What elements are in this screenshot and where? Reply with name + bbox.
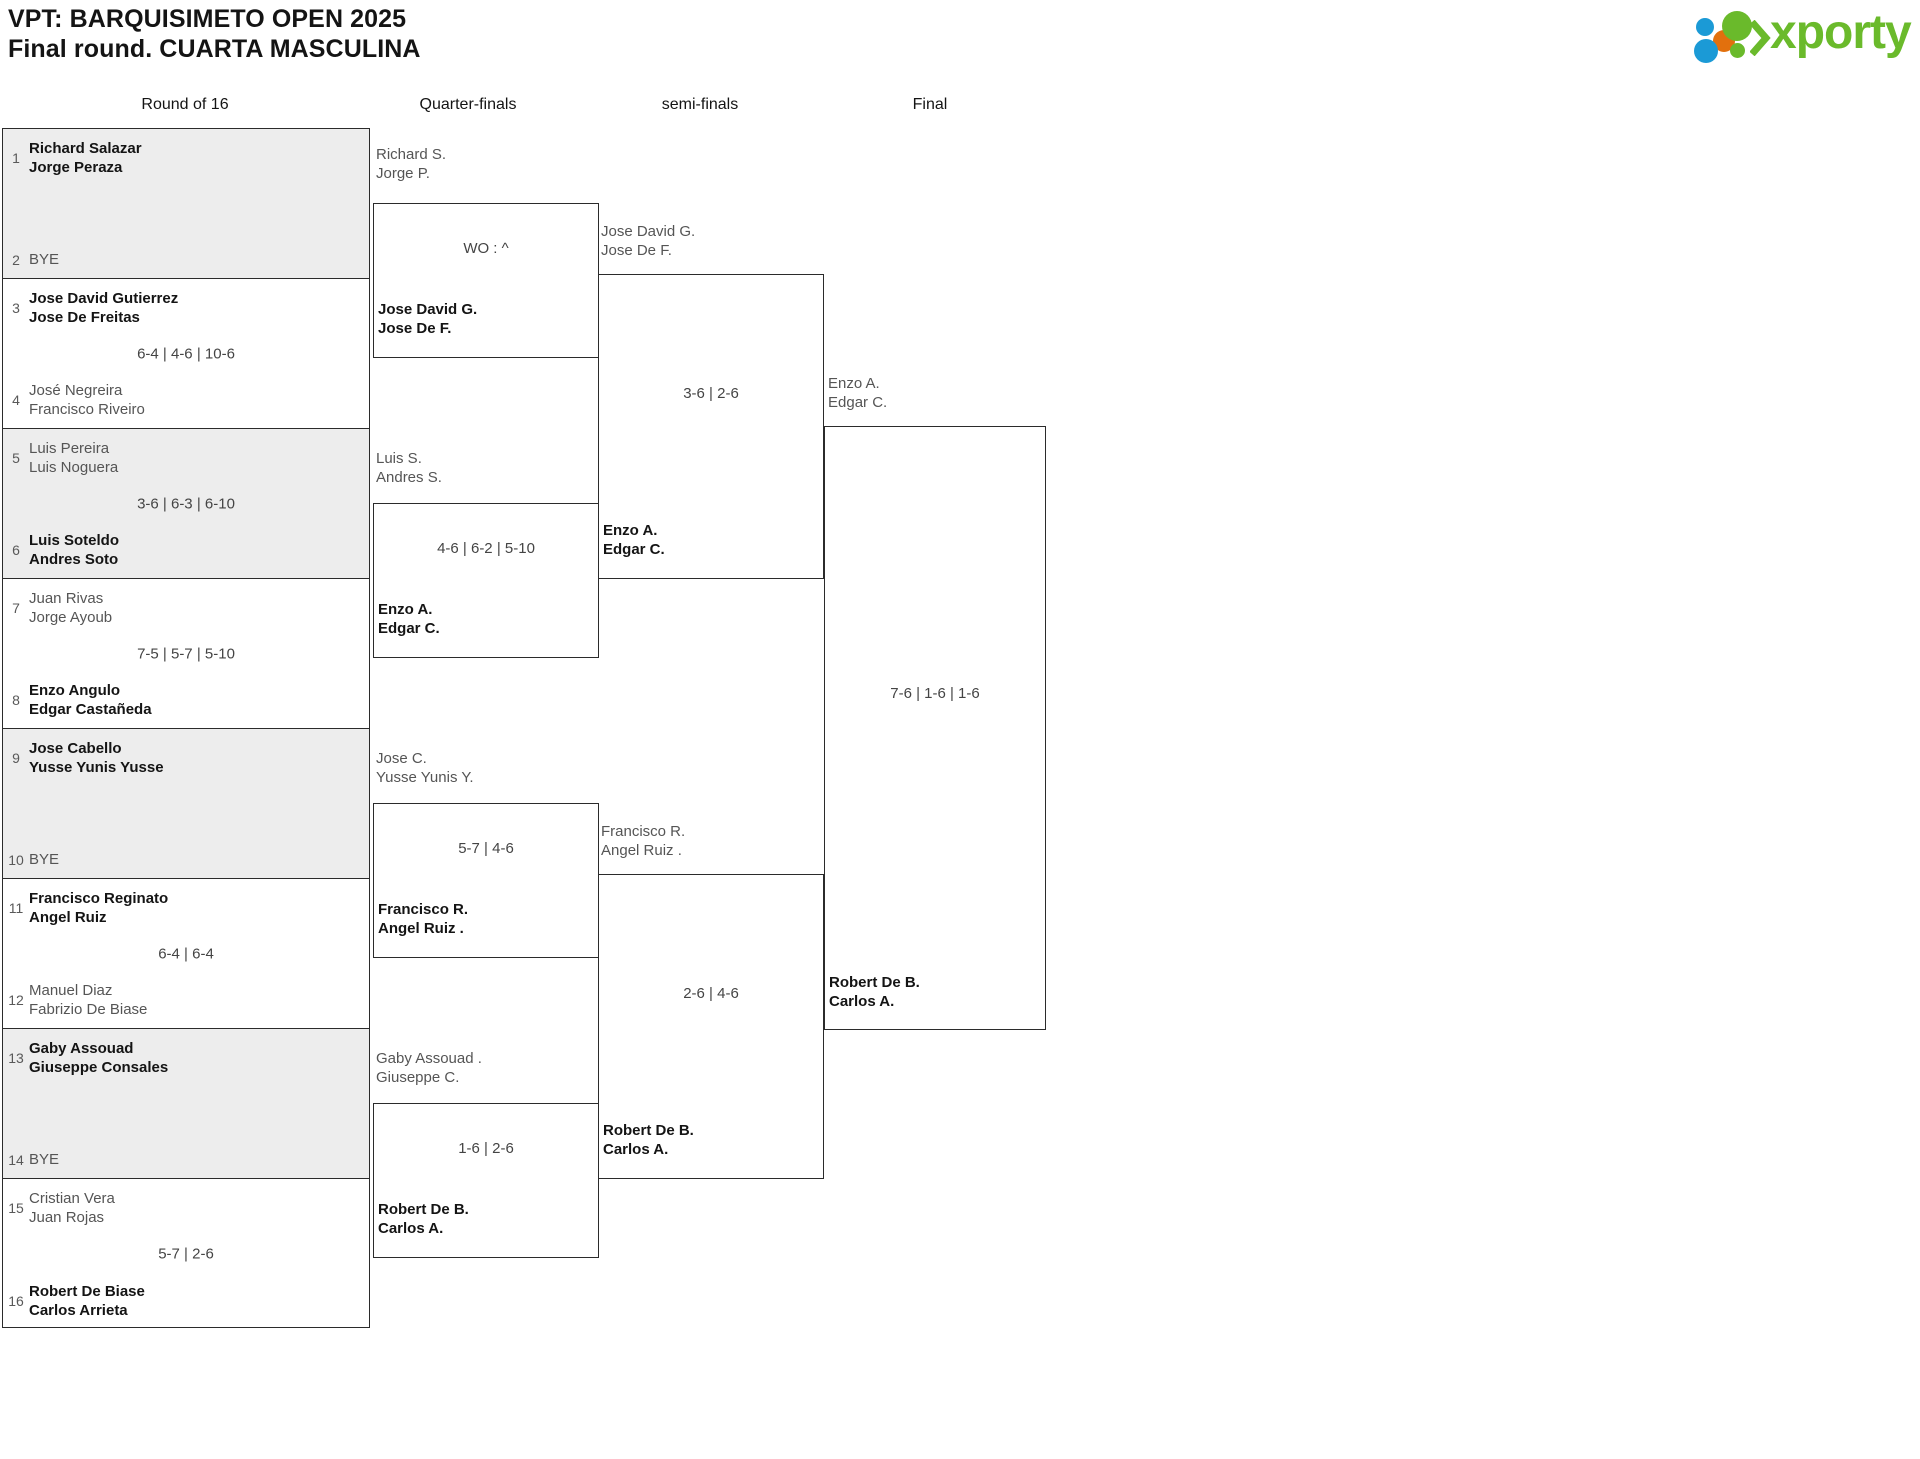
r16-match-7[interactable]: 13 Gaby Assouad Giuseppe Consales 14 BYE [3, 1029, 369, 1179]
team-names: Richard Salazar Jorge Peraza [29, 140, 142, 176]
seed-number: 15 [8, 1200, 24, 1216]
qf-1-upper-team: Richard S. Jorge P. [376, 146, 447, 182]
qf-2-upper-team: Luis S. Andres S. [376, 450, 442, 486]
sf-1-upper-team: Jose David G. Jose De F. [601, 223, 696, 259]
qf-match-2[interactable]: 4-6 | 6-2 | 5-10 Enzo A. Edgar C. [373, 503, 599, 658]
page-header: VPT: BARQUISIMETO OPEN 2025 Final round.… [0, 0, 1920, 78]
seed-number: 14 [8, 1151, 24, 1168]
team-names: Francisco Reginato Angel Ruiz [29, 890, 169, 926]
r16-match-4[interactable]: 7 Juan Rivas Jorge Ayoub 7-5 | 5-7 | 5-1… [3, 579, 369, 729]
title-block: VPT: BARQUISIMETO OPEN 2025 Final round.… [8, 4, 421, 64]
team-names: Luis Soteldo Andres Soto [29, 532, 119, 568]
tournament-subtitle: Final round. CUARTA MASCULINA [8, 35, 421, 63]
sf-match-2[interactable]: 2-6 | 4-6 Robert De B. Carlos A. [598, 874, 824, 1179]
team-names: Jose Cabello Yusse Yunis Yusse [29, 740, 164, 776]
tournament-title: VPT: BARQUISIMETO OPEN 2025 [8, 5, 407, 33]
final-match[interactable]: 7-6 | 1-6 | 1-6 Robert De B. Carlos A. [824, 426, 1046, 1030]
match-score: 3-6 | 2-6 [683, 385, 739, 402]
qf-2-lower-team: Enzo A. Edgar C. [378, 601, 440, 637]
qf-4-lower-team: Robert De B. Carlos A. [378, 1201, 469, 1237]
seed-number: 11 [8, 900, 24, 916]
qf-3-lower-team: Francisco R. Angel Ruiz . [378, 901, 469, 937]
logo-dots-icon [1694, 6, 1771, 64]
seed-number: 13 [8, 1050, 24, 1066]
logo-dot-green-small [1730, 43, 1745, 58]
logo-dot-green-large [1722, 11, 1752, 41]
final-lower-team: Robert De B. Carlos A. [829, 974, 920, 1010]
round-of-16-column: 1 Richard Salazar Jorge Peraza 2 BYE 3 J… [2, 128, 370, 1328]
seed-number: 1 [12, 150, 20, 166]
sf-2-lower-team: Robert De B. Carlos A. [603, 1122, 694, 1158]
seed-number: 3 [12, 300, 20, 316]
match-score: 4-6 | 6-2 | 5-10 [437, 540, 535, 557]
xporty-logo[interactable]: xporty [1694, 6, 1912, 64]
qf-match-3[interactable]: 5-7 | 4-6 Francisco R. Angel Ruiz . [373, 803, 599, 958]
r16-match-2[interactable]: 3 Jose David Gutierrez Jose De Freitas 6… [3, 279, 369, 429]
round-header-quarter-finals: Quarter-finals [419, 96, 517, 113]
round-header-semi-finals: semi-finals [661, 96, 739, 113]
bye-label: BYE [29, 1151, 60, 1168]
logo-dot-blue-small [1696, 18, 1714, 36]
match-score: 6-4 | 4-6 | 10-6 [137, 345, 235, 362]
seed-number: 12 [8, 992, 24, 1008]
match-score: 2-6 | 4-6 [683, 985, 739, 1002]
match-score: 3-6 | 6-3 | 6-10 [137, 495, 235, 512]
team-names: Cristian Vera Juan Rojas [29, 1190, 115, 1226]
seed-number: 10 [8, 851, 24, 868]
r16-match-5[interactable]: 9 Jose Cabello Yusse Yunis Yusse 10 BYE [3, 729, 369, 879]
round-header-round-of-16: Round of 16 [141, 96, 229, 113]
sf-match-1[interactable]: 3-6 | 2-6 Enzo A. Edgar C. [598, 274, 824, 579]
logo-chevron-icon [1750, 20, 1771, 56]
final-upper-team: Enzo A. Edgar C. [828, 375, 888, 411]
bye-label: BYE [29, 251, 60, 268]
qf-3-upper-team: Jose C. Yusse Yunis Y. [376, 750, 474, 786]
match-score: 5-7 | 4-6 [458, 840, 514, 857]
match-score: 5-7 | 2-6 [158, 1245, 214, 1263]
team-names: Juan Rivas Jorge Ayoub [29, 590, 113, 626]
seed-number: 16 [8, 1293, 24, 1309]
match-score: 1-6 | 2-6 [458, 1140, 514, 1157]
logo-wordmark: xporty [1770, 6, 1912, 59]
round-header-final: Final [912, 96, 948, 113]
qf-match-1[interactable]: WO : ^ Jose David G. Jose De F. [373, 203, 599, 358]
r16-match-3[interactable]: 5 Luis Pereira Luis Noguera 3-6 | 6-3 | … [3, 429, 369, 579]
sf-2-upper-team: Francisco R. Angel Ruiz . [601, 823, 686, 859]
qf-4-upper-team: Gaby Assouad . Giuseppe C. [376, 1050, 482, 1086]
match-score: WO : ^ [463, 240, 509, 257]
bye-label: BYE [29, 851, 60, 868]
seed-number: 8 [12, 692, 20, 708]
seed-number: 5 [12, 450, 20, 466]
team-names: Robert De Biase Carlos Arrieta [29, 1283, 145, 1319]
team-names: Enzo Angulo Edgar Castañeda [29, 682, 152, 718]
seed-number: 6 [12, 542, 20, 558]
seed-number: 2 [12, 251, 20, 268]
match-score: 7-6 | 1-6 | 1-6 [890, 685, 980, 702]
sf-1-lower-team: Enzo A. Edgar C. [603, 522, 665, 558]
team-names: Gaby Assouad Giuseppe Consales [29, 1040, 169, 1076]
qf-1-lower-team: Jose David G. Jose De F. [378, 301, 478, 337]
team-names: Luis Pereira Luis Noguera [29, 440, 119, 476]
r16-match-6[interactable]: 11 Francisco Reginato Angel Ruiz 6-4 | 6… [3, 879, 369, 1029]
team-names: José Negreira Francisco Riveiro [29, 382, 145, 418]
qf-match-4[interactable]: 1-6 | 2-6 Robert De B. Carlos A. [373, 1103, 599, 1258]
team-names: Manuel Diaz Fabrizio De Biase [29, 982, 148, 1018]
seed-number: 4 [12, 392, 20, 408]
seed-number: 7 [12, 600, 20, 616]
r16-match-1[interactable]: 1 Richard Salazar Jorge Peraza 2 BYE [3, 129, 369, 279]
logo-dot-blue-large [1694, 39, 1718, 63]
match-score: 7-5 | 5-7 | 5-10 [137, 645, 235, 662]
match-score: 6-4 | 6-4 [158, 945, 214, 962]
r16-match-8[interactable]: 15 Cristian Vera Juan Rojas 5-7 | 2-6 16… [3, 1179, 369, 1329]
team-names: Jose David Gutierrez Jose De Freitas [29, 290, 179, 326]
seed-number: 9 [12, 750, 20, 766]
